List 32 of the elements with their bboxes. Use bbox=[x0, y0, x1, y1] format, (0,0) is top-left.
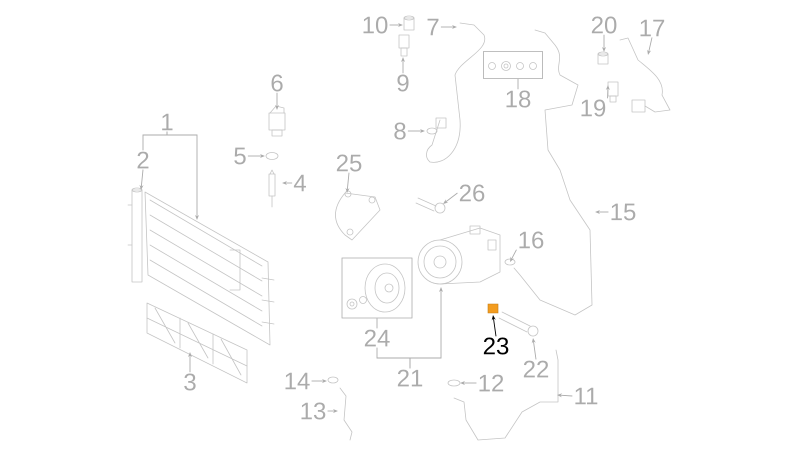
callout-number: 26 bbox=[460, 184, 484, 202]
callout-number: 7 bbox=[428, 18, 438, 36]
callout-number: 15 bbox=[612, 204, 636, 220]
callout-number: 16 bbox=[520, 232, 544, 248]
callout-number: 4 bbox=[294, 174, 306, 192]
callout-number: 12 bbox=[480, 374, 504, 392]
callout-number: 20 bbox=[592, 16, 616, 34]
group-box bbox=[342, 258, 412, 318]
leader-line bbox=[443, 192, 458, 204]
callout-number: 23 bbox=[484, 338, 508, 354]
callout-number: 13 bbox=[302, 402, 326, 420]
callout-number: 10 bbox=[364, 16, 388, 34]
callout-number: 25 bbox=[336, 154, 362, 172]
callout-number: 17 bbox=[640, 20, 664, 36]
leader-line bbox=[376, 318, 378, 329]
callout-number: 1 bbox=[162, 114, 172, 130]
callout-number: 11 bbox=[575, 388, 598, 404]
callout-number: 9 bbox=[397, 74, 409, 92]
callout-number: 8 bbox=[394, 122, 406, 140]
callout-number: 5 bbox=[234, 148, 246, 164]
callout-number: 14 bbox=[286, 372, 310, 390]
group-box bbox=[483, 51, 543, 79]
leader-line bbox=[376, 347, 410, 369]
callout-number: 21 bbox=[398, 370, 422, 386]
callout-number: 22 bbox=[524, 360, 548, 378]
leader-line bbox=[142, 131, 168, 151]
callout-number: 18 bbox=[506, 90, 530, 108]
callout-number: 24 bbox=[364, 330, 390, 346]
callout-number: 19 bbox=[582, 100, 606, 116]
callout-number: 6 bbox=[272, 74, 283, 92]
callout-number: 3 bbox=[184, 374, 196, 390]
callout-number: 2 bbox=[138, 152, 148, 168]
